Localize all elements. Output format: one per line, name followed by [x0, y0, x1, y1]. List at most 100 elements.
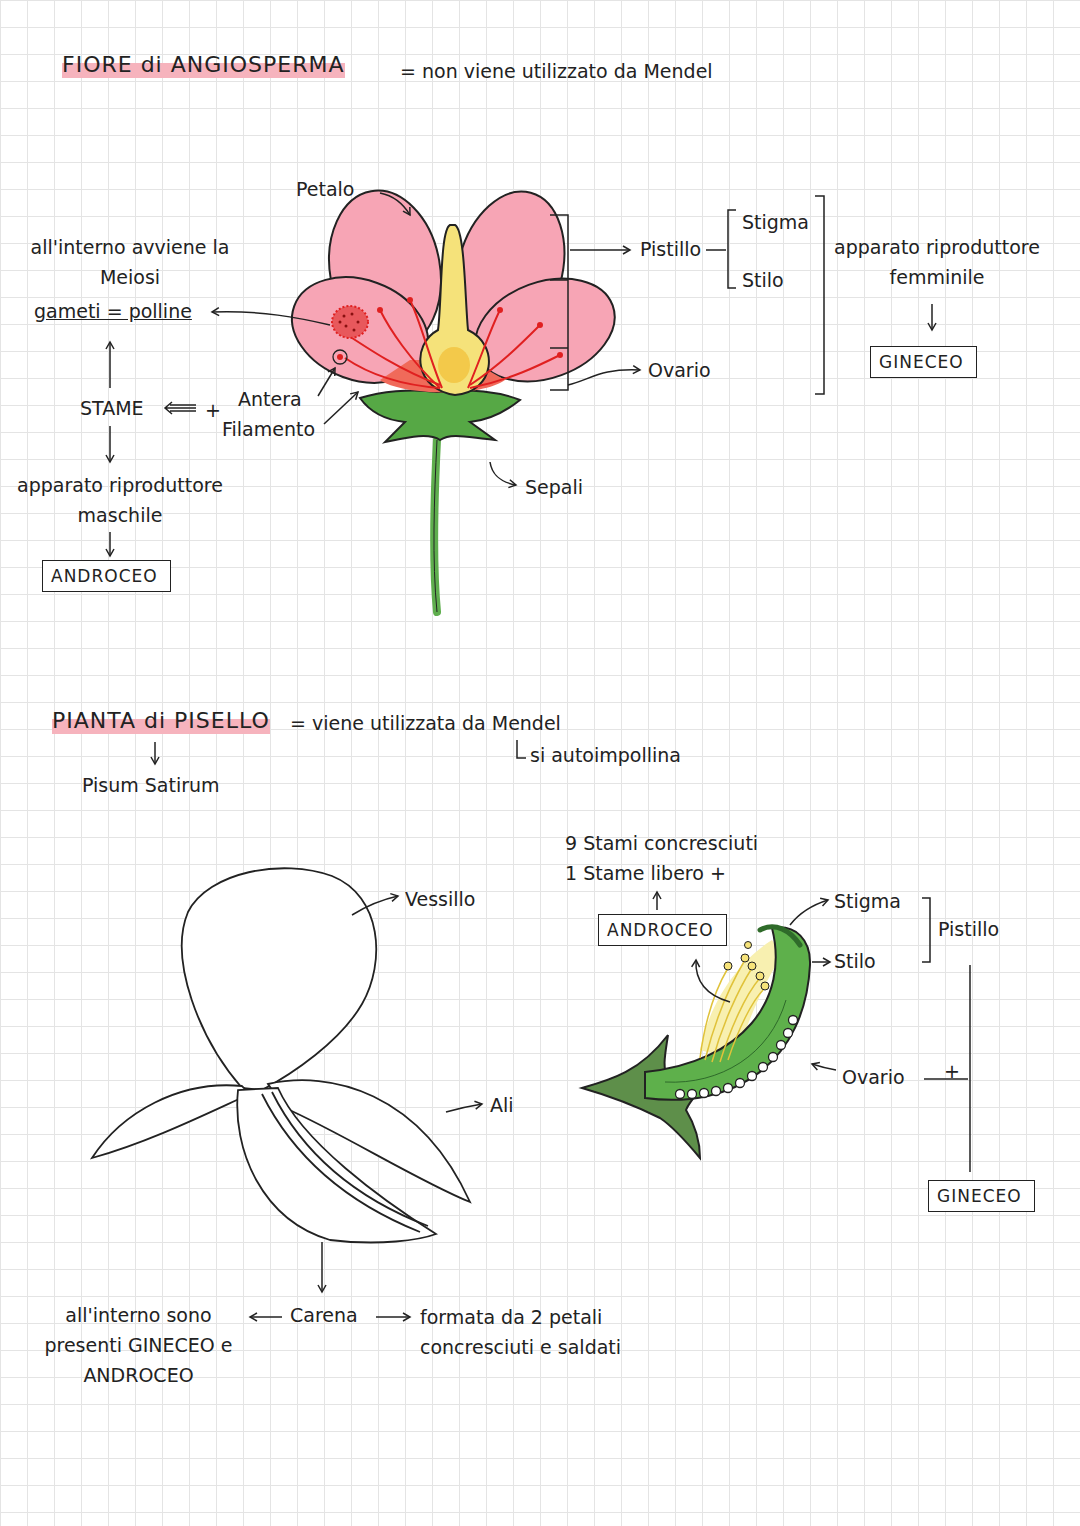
drawing-stroke: [380, 310, 440, 388]
drawing-stroke: [789, 1016, 798, 1025]
drawing-stroke: [922, 898, 930, 962]
text-label: Ali: [490, 1090, 514, 1120]
drawing-stroke: [931, 304, 933, 330]
drawing-stroke: [812, 961, 830, 963]
drawing-stroke: [688, 1090, 697, 1099]
drawing-stroke: [728, 988, 765, 1060]
drawing-stroke: [720, 978, 760, 1062]
pea-flower-section: [582, 927, 810, 1158]
text-label: Vessillo: [405, 884, 475, 914]
leader-lines: [110, 193, 932, 556]
drawing-stroke: [761, 982, 769, 990]
drawing-stroke: [517, 740, 526, 758]
drawing-stroke: [745, 942, 752, 949]
drawing-stroke: [724, 1084, 733, 1093]
drawing-stroke: [470, 325, 540, 385]
text-label: Pistillo: [938, 914, 999, 944]
text-label: Pistillo: [640, 234, 701, 264]
drawing-stroke: [446, 1104, 482, 1112]
drawing-stroke: [377, 307, 383, 313]
drawing-stroke: [109, 342, 111, 388]
drawing-stroke: [332, 306, 368, 338]
text-label: apparato riproduttore femminile: [832, 232, 1042, 292]
drawing-stroke: [759, 1063, 768, 1072]
term-box: GINECEO: [928, 1180, 1035, 1212]
drawing-stroke: [568, 370, 640, 385]
term-box: GINECEO: [870, 346, 977, 378]
text-label: Stilo: [834, 946, 876, 976]
drawing-stroke: [760, 927, 800, 945]
drawing-stroke: [700, 968, 728, 1058]
text-label: Stilo: [742, 265, 784, 295]
text-label: STAME: [80, 393, 144, 423]
text-label: Antera: [238, 384, 302, 414]
drawing-stroke: [969, 965, 971, 1172]
text-label: = non viene utilizzato da Mendel: [400, 56, 713, 86]
drawing-stroke: [490, 462, 516, 485]
drawing-stroke: [345, 358, 440, 388]
drawing-stroke: [407, 297, 413, 303]
text-label: all'interno sono presenti GINECEO e ANDR…: [36, 1300, 241, 1390]
drawing-stroke: [380, 193, 410, 215]
drawing-stroke: [376, 1316, 410, 1318]
term-text: ANDROCEO: [51, 566, 158, 586]
drawing-stroke: [570, 249, 630, 251]
drawing-stroke: [109, 426, 111, 462]
drawing-stroke: [676, 1090, 685, 1099]
drawing-stroke: [815, 196, 824, 394]
drawing-stroke: [337, 354, 343, 360]
drawing-stroke: [182, 868, 376, 1090]
term-box: ANDROCEO: [598, 914, 727, 946]
text-label: Petalo: [296, 174, 354, 204]
drawing-stroke: [769, 1053, 778, 1062]
drawing-stroke: [420, 225, 489, 395]
drawing-stroke: [352, 896, 398, 915]
text-label: +: [944, 1056, 960, 1086]
drawing-stroke: [343, 315, 346, 318]
drawing-stroke: [360, 390, 520, 442]
drawing-stroke: [272, 1092, 428, 1226]
text-label: +: [205, 395, 221, 425]
term-text: GINECEO: [937, 1186, 1022, 1206]
drawing-stroke: [324, 392, 358, 424]
text-label: apparato riproduttore maschile: [10, 470, 230, 530]
text-label: Stigma: [834, 886, 901, 916]
drawing-stroke: [237, 1088, 436, 1242]
drawing-stroke: [109, 532, 111, 556]
drawing-stroke: [736, 1079, 745, 1088]
drawing-stroke: [665, 1000, 786, 1082]
drawing-stroke: [339, 321, 342, 324]
drawing-stroke: [812, 1064, 836, 1070]
drawing-stroke: [497, 307, 503, 313]
drawing-stroke: [92, 1085, 250, 1158]
drawing-stroke: [748, 962, 756, 970]
drawing-stroke: [434, 440, 437, 612]
drawing-stroke: [537, 322, 543, 328]
text-label: Filamento: [222, 414, 315, 444]
drawing-stroke: [645, 927, 810, 1099]
drawing-stroke: [700, 1089, 709, 1098]
text-label: formata da 2 petali concresciuti e salda…: [420, 1302, 655, 1362]
drawing-stroke: [321, 1242, 323, 1292]
drawing-stroke: [706, 210, 736, 288]
drawing-stroke: [696, 960, 730, 1002]
text-label: FIORE di ANGIOSPERMA: [62, 50, 345, 80]
drawing-stroke: [318, 368, 335, 396]
drawing-stroke: [154, 742, 156, 764]
text-label: gameti = polline: [34, 296, 192, 326]
drawing-stroke: [212, 312, 330, 325]
text-label: Ovario: [648, 355, 711, 385]
angiosperm-flower: [277, 179, 629, 612]
text-label: all'interno avviene la Meiosi: [30, 232, 230, 292]
drawing-stroke: [777, 1041, 786, 1050]
drawing-stroke: [724, 962, 732, 970]
text-label: 9 Stami concresciuti: [565, 828, 758, 858]
drawing-stroke: [438, 347, 470, 383]
drawing-stroke: [748, 1072, 757, 1081]
drawing-stroke: [557, 352, 563, 358]
term-text: ANDROCEO: [607, 920, 714, 940]
text-label: Carena: [290, 1300, 358, 1330]
drawing-stroke: [345, 325, 348, 328]
drawing-stroke: [656, 892, 658, 910]
drawing-stroke: [790, 900, 828, 925]
